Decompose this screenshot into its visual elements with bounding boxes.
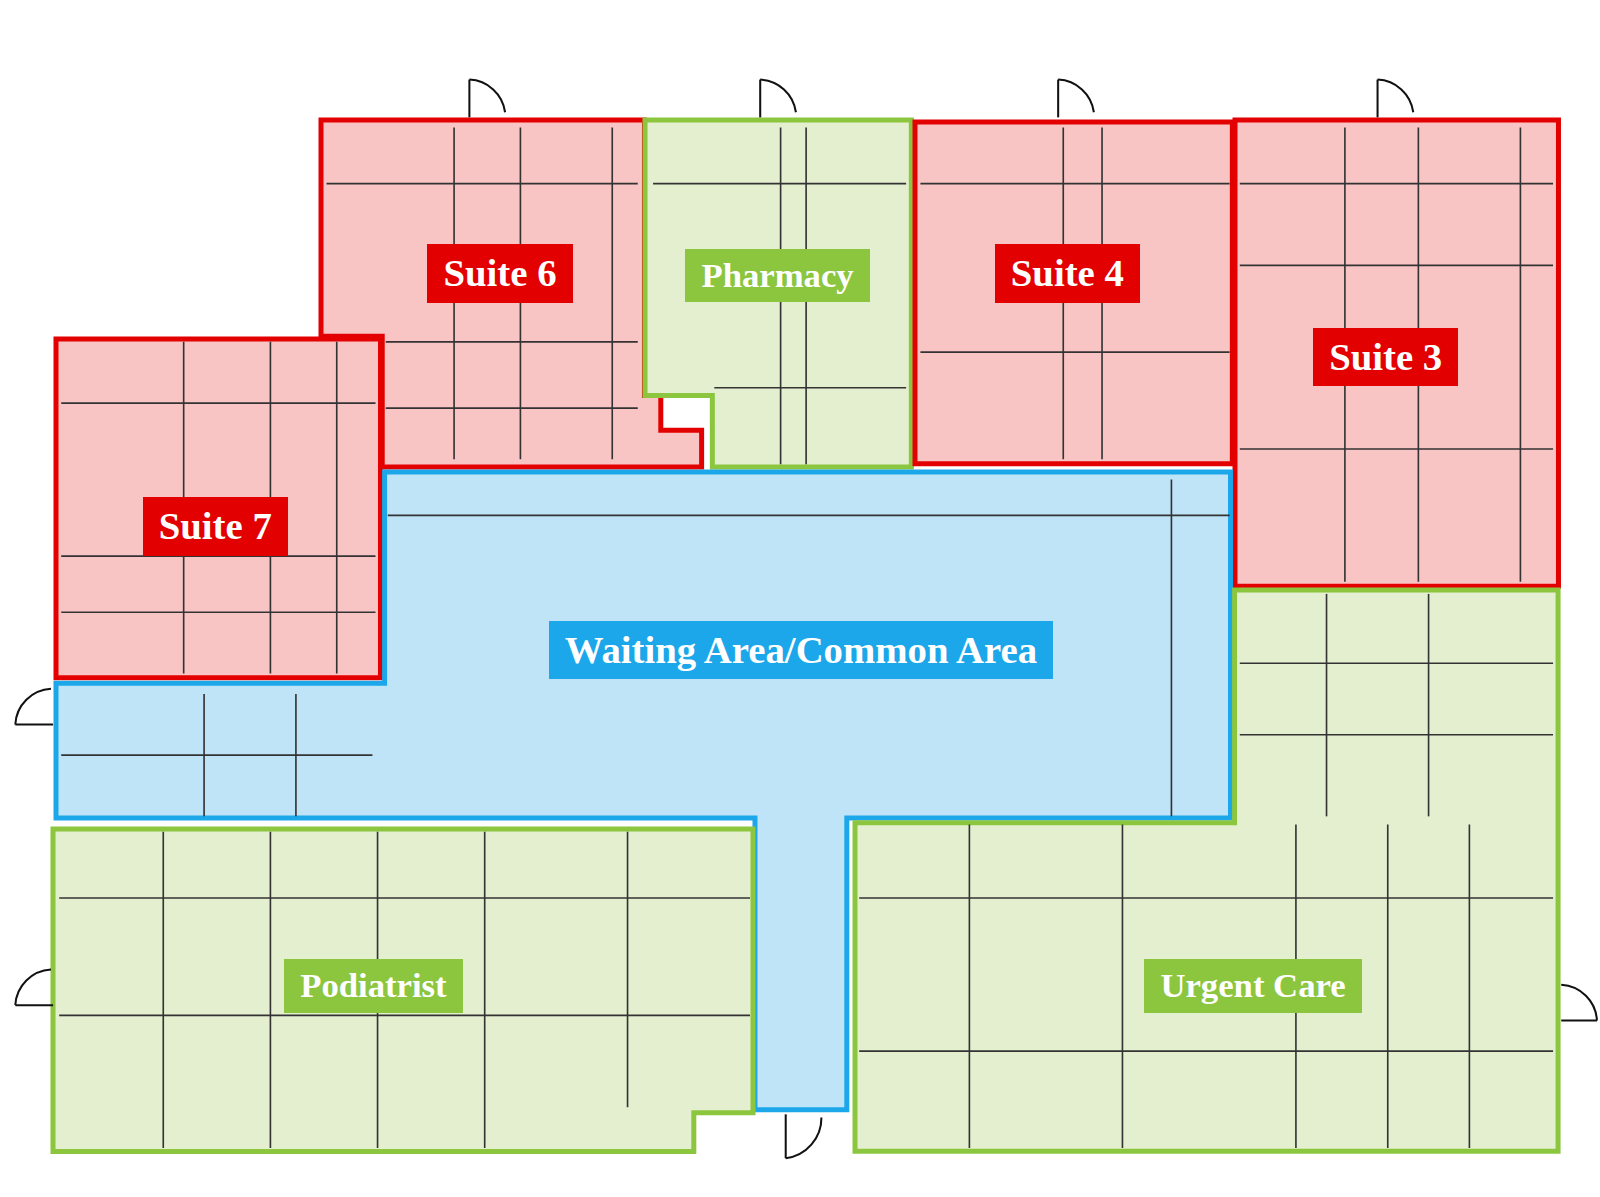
region-label: Suite 6 xyxy=(427,244,572,303)
floor-region: Suite 7 xyxy=(56,339,380,678)
floor-region: Podiatrist xyxy=(53,829,753,1151)
region-shape xyxy=(53,829,753,1151)
region-label: Pharmacy xyxy=(685,249,869,303)
floor-region: Pharmacy xyxy=(645,120,911,467)
exterior-doors xyxy=(15,80,1597,1159)
region-shape xyxy=(855,590,1558,1151)
region-label: Suite 3 xyxy=(1313,328,1458,387)
floor-region: Suite 4 xyxy=(915,122,1232,464)
region-label: Urgent Care xyxy=(1144,959,1361,1013)
region-shape xyxy=(1235,120,1558,586)
region-shape xyxy=(56,339,380,678)
floor-region: Suite 3 xyxy=(1235,120,1558,586)
region-label: Podiatrist xyxy=(284,959,462,1013)
region-shape xyxy=(645,120,911,467)
region-label: Suite 7 xyxy=(143,497,288,556)
region-label: Waiting Area/Common Area xyxy=(549,621,1053,680)
region-label: Suite 4 xyxy=(995,244,1140,303)
region-shape xyxy=(915,122,1232,464)
